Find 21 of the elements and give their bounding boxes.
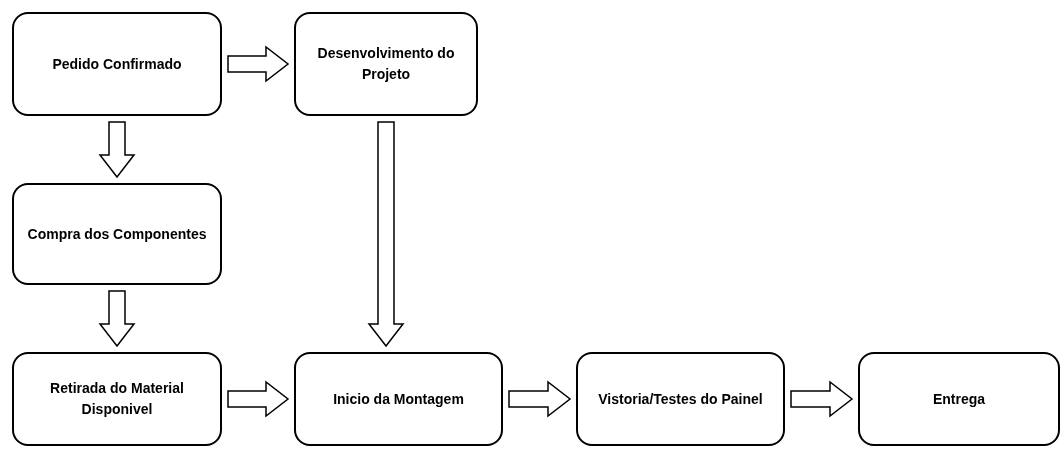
box-label: Pedido Confirmado xyxy=(52,54,182,74)
block-arrow xyxy=(508,380,572,418)
box-label: Vistoria/Testes do Painel xyxy=(598,389,763,409)
box-label: Inicio da Montagem xyxy=(333,389,464,409)
box-label: Desenvolvimento do Projeto xyxy=(316,44,456,84)
block-arrow xyxy=(227,45,290,83)
box-label: Compra dos Componentes xyxy=(27,224,207,244)
process-box xyxy=(294,352,503,446)
block-arrow xyxy=(98,290,136,348)
box-label: Retirada do Material Disponivel xyxy=(49,379,185,419)
block-arrow xyxy=(367,121,405,348)
block-arrow xyxy=(98,121,136,179)
process-box xyxy=(294,12,478,116)
process-box xyxy=(858,352,1060,446)
block-arrow xyxy=(227,380,290,418)
process-box xyxy=(576,352,785,446)
process-box xyxy=(12,183,222,285)
box-label: Entrega xyxy=(932,389,986,409)
process-box xyxy=(12,12,222,116)
block-arrow xyxy=(790,380,854,418)
process-box xyxy=(12,352,222,446)
